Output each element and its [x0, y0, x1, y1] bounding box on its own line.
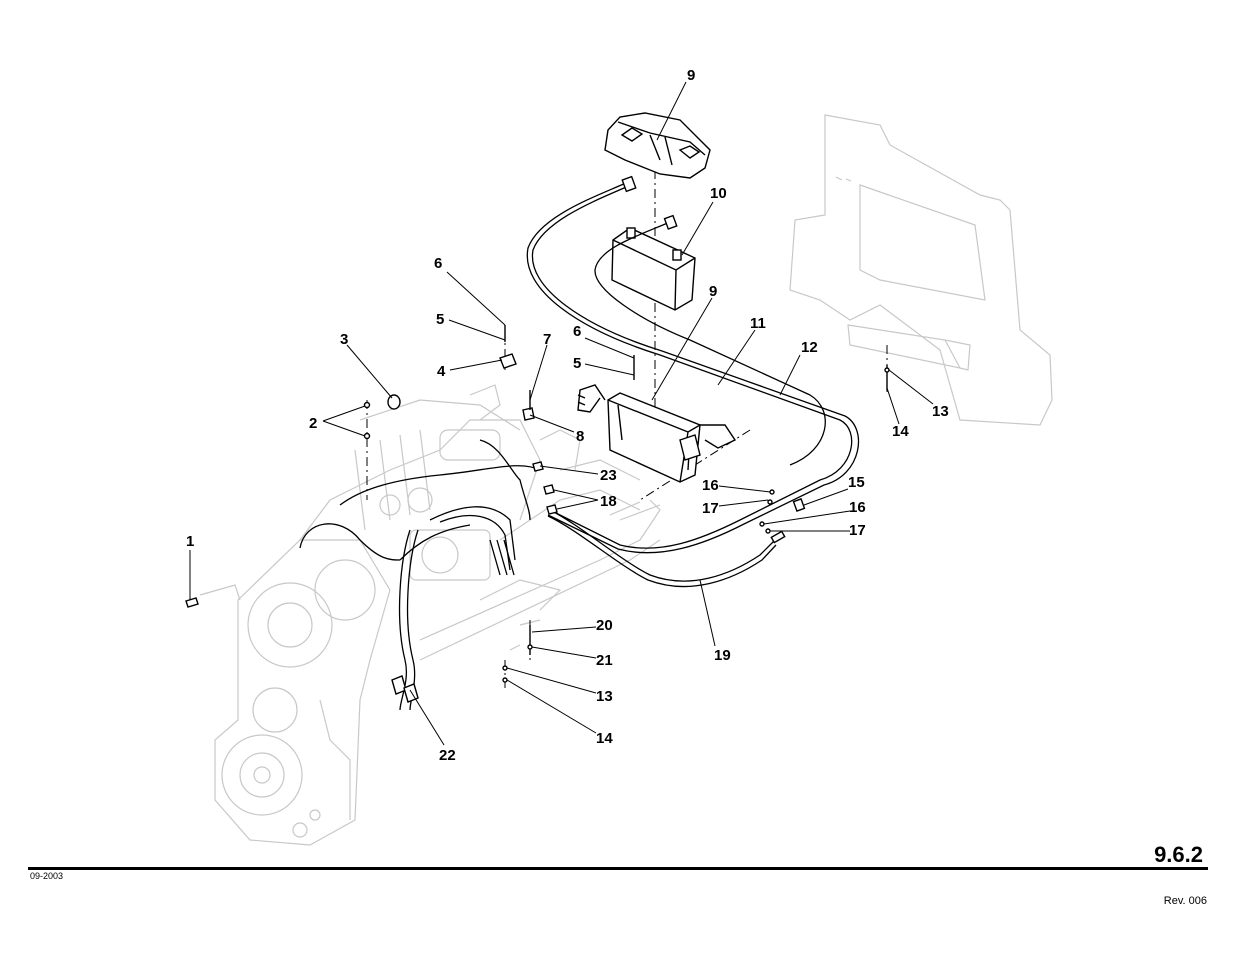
callout-6-lower: 6	[573, 323, 581, 340]
callout-14-right: 14	[892, 423, 909, 440]
callout-2: 2	[309, 415, 317, 432]
wire-harness-part	[299, 439, 541, 711]
callout-20: 20	[596, 617, 613, 634]
callout-9-top: 9	[687, 67, 695, 84]
callout-1: 1	[186, 533, 194, 550]
callout-8: 8	[576, 428, 584, 445]
callout-13-lower: 13	[596, 688, 613, 705]
callout-16-right: 16	[849, 499, 866, 516]
revision-label: Rev. 006	[1163, 895, 1207, 907]
leader-lines	[189, 81, 934, 746]
callout-9-lower: 9	[709, 283, 717, 300]
battery-cables	[526, 175, 860, 588]
callout-5-top: 5	[436, 311, 444, 328]
callout-18: 18	[600, 493, 617, 510]
engine-transmission-ghost	[199, 384, 661, 846]
callout-17-left: 17	[702, 500, 719, 517]
callout-3: 3	[340, 331, 348, 348]
battery-part	[611, 227, 696, 311]
callout-13-right: 13	[932, 403, 949, 420]
callout-11: 11	[750, 315, 766, 332]
callout-22: 22	[439, 747, 456, 764]
callout-21: 21	[596, 652, 613, 669]
page-number: 9.6.2	[1154, 842, 1203, 867]
callout-6-top: 6	[434, 255, 442, 272]
battery-box-part	[577, 384, 737, 483]
callout-23: 23	[600, 467, 617, 484]
callout-16-left: 16	[702, 477, 719, 494]
callout-14-lower: 14	[596, 730, 613, 747]
bulkhead-panel-ghost	[789, 114, 1053, 426]
hardware-parts	[185, 325, 890, 683]
callout-4: 4	[437, 363, 446, 380]
callout-7: 7	[543, 331, 551, 348]
footer-rule	[28, 867, 1208, 870]
callout-15: 15	[848, 474, 865, 491]
callout-19: 19	[714, 647, 731, 664]
callout-labels: 9 10 6 9 5 11 6 3 7 12 5 4 13 2 14 8 23 …	[186, 67, 949, 764]
battery-cover-part	[604, 112, 711, 179]
callout-5-lower: 5	[573, 355, 581, 372]
callout-10: 10	[710, 185, 727, 202]
callout-12: 12	[801, 339, 818, 356]
callout-17-right: 17	[849, 522, 866, 539]
footer-date: 09-2003	[30, 871, 64, 881]
